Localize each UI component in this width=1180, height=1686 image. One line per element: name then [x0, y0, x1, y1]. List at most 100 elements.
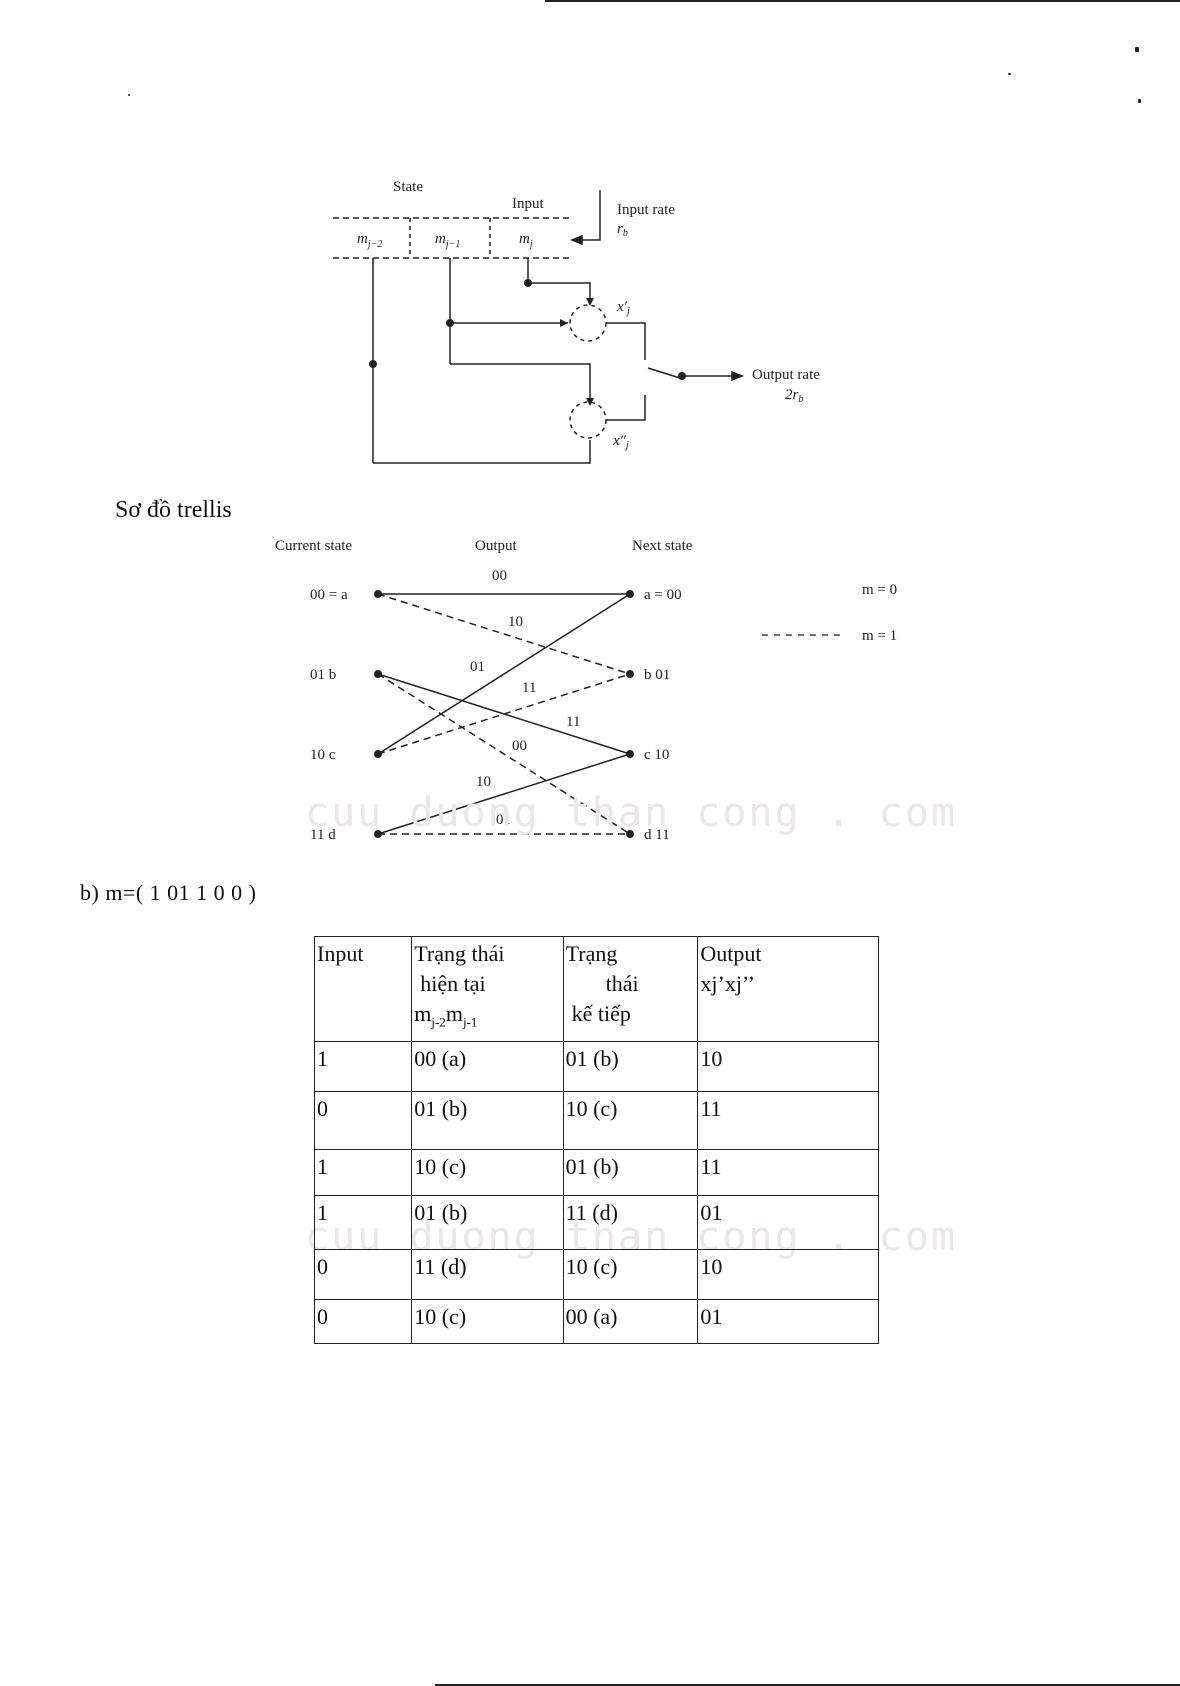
scan-speck — [1008, 73, 1011, 75]
input-line — [575, 190, 601, 241]
table-row: 1 10 (c) 01 (b) 11 — [313, 1149, 879, 1196]
part-b-label: b) m=( 1 01 1 0 0 ) — [80, 880, 257, 905]
output-arrowhead — [731, 370, 745, 382]
junction-dot — [446, 319, 454, 327]
cell-next: 11 (d) — [562, 1195, 699, 1250]
cell-next: 01 (b) — [562, 1149, 699, 1196]
table-row: 1 01 (b) 11 (d) 01 — [313, 1195, 879, 1250]
encoding-table: Input Trạng thái hiện tại mj-2mj-1 Trạng… — [313, 936, 879, 1344]
adder-top-out — [606, 322, 646, 360]
edge-b-d — [377, 673, 631, 835]
output-rate-value: 2rb — [785, 387, 803, 405]
state-right-b: b 01 — [644, 667, 670, 683]
trellis-node — [626, 750, 634, 758]
legend-dashed-label: m = 1 — [862, 628, 897, 644]
table-row: 0 01 (b) 10 (c) 11 — [313, 1091, 879, 1150]
cell-current: 01 (b) — [411, 1091, 564, 1150]
cell-output: 11 — [697, 1149, 879, 1196]
header-current-registers: mj-2mj-1 — [414, 1001, 478, 1030]
commutator-switch — [647, 367, 681, 379]
cell-next: 10 (c) — [562, 1249, 699, 1300]
cell-mj-1: mj−1 — [435, 231, 460, 250]
arrow-into-adder — [586, 298, 594, 306]
header-current-state: Trạng thái hiện tại mj-2mj-1 — [411, 936, 564, 1042]
edge-d-c — [377, 753, 631, 835]
trellis-col-output: Output — [475, 538, 518, 554]
cell-output: 10 — [697, 1249, 879, 1300]
output-top-label: x′j — [616, 299, 630, 317]
state-left-c: 10 c — [310, 747, 336, 763]
trellis-col-current: Current state — [275, 538, 352, 554]
cell-input: 0 — [313, 1091, 413, 1150]
adder-bottom-out — [606, 395, 646, 421]
cell-output: 01 — [697, 1299, 879, 1344]
cell-mj: mj — [519, 231, 533, 250]
edge-label: 10 — [476, 774, 491, 790]
table-header-row: Input Trạng thái hiện tại mj-2mj-1 Trạng… — [313, 936, 879, 1042]
path-m0-adder1 — [528, 282, 591, 300]
cell-current: 01 (b) — [411, 1195, 564, 1250]
cell-mj-2: mj−2 — [357, 231, 382, 250]
table-row: 0 10 (c) 00 (a) 01 — [313, 1299, 879, 1344]
cell-input: 1 — [313, 1149, 413, 1196]
input-arrowhead — [569, 234, 583, 246]
edge-label: 11 — [522, 680, 536, 696]
trellis-node — [374, 830, 382, 838]
cell-input: 1 — [313, 1041, 413, 1092]
arrow-into-adder — [586, 398, 594, 406]
cell-input: 1 — [313, 1195, 413, 1250]
junction-dot — [524, 279, 532, 287]
adder-top — [569, 304, 607, 342]
cell-next: 10 (c) — [562, 1091, 699, 1150]
trellis-node — [626, 590, 634, 598]
header-output: Output xj’xj’’ — [697, 936, 879, 1042]
edge-label: 00 — [512, 738, 527, 754]
trellis-diagram: Current state Output Next state 00 = a 0… — [275, 538, 897, 843]
trellis-title: Sơ đồ trellis — [115, 497, 232, 523]
state-left-d: 11 d — [310, 827, 336, 843]
arrow-into-adder — [560, 319, 568, 327]
state-left-b: 01 b — [310, 667, 336, 683]
path-m1-adder2 — [450, 363, 591, 400]
edge-label: 01 — [496, 812, 511, 828]
cell-output: 11 — [697, 1091, 879, 1150]
scan-speck — [1138, 99, 1141, 103]
trellis-node — [374, 670, 382, 678]
bottom-rule — [435, 1684, 1180, 1686]
edge-label: 00 — [492, 568, 507, 584]
state-label: State — [393, 179, 423, 195]
cell-current: 10 (c) — [411, 1299, 564, 1344]
path-m2-adder2 — [373, 440, 591, 464]
legend-solid-label: m = 0 — [862, 582, 897, 598]
edge-a-b — [377, 593, 631, 675]
state-right-c: c 10 — [644, 747, 669, 763]
cell-output: 10 — [697, 1041, 879, 1092]
scan-speck — [1135, 47, 1139, 52]
output-bottom-label: x″j — [612, 433, 629, 451]
trellis-col-next: Next state — [632, 538, 693, 554]
state-right-a: a = 00 — [644, 587, 682, 603]
edge-label: 11 — [566, 714, 580, 730]
trellis-node — [626, 670, 634, 678]
edge-c-b — [377, 673, 631, 755]
top-rule — [545, 0, 1180, 2]
cell-current: 00 (a) — [411, 1041, 564, 1092]
cell-next: 01 (b) — [562, 1041, 699, 1092]
cell-input: 0 — [313, 1249, 413, 1300]
scan-speck — [128, 94, 130, 96]
edge-label: 10 — [508, 614, 523, 630]
cell-current: 10 (c) — [411, 1149, 564, 1196]
header-next-state: Trạng thái kế tiếp — [562, 936, 699, 1042]
table-row: 1 00 (a) 01 (b) 10 — [313, 1041, 879, 1092]
trellis-node — [374, 750, 382, 758]
output-rate-label: Output rate — [752, 367, 820, 383]
cell-output: 01 — [697, 1195, 879, 1250]
trellis-node — [626, 830, 634, 838]
cell-current: 11 (d) — [411, 1249, 564, 1300]
trellis-node — [374, 590, 382, 598]
input-rate-label: Input rate — [617, 202, 675, 218]
header-input: Input — [313, 936, 413, 1042]
edge-c-a — [377, 593, 631, 755]
input-rate-symbol: rb — [617, 221, 628, 239]
cell-input: 0 — [313, 1299, 413, 1344]
